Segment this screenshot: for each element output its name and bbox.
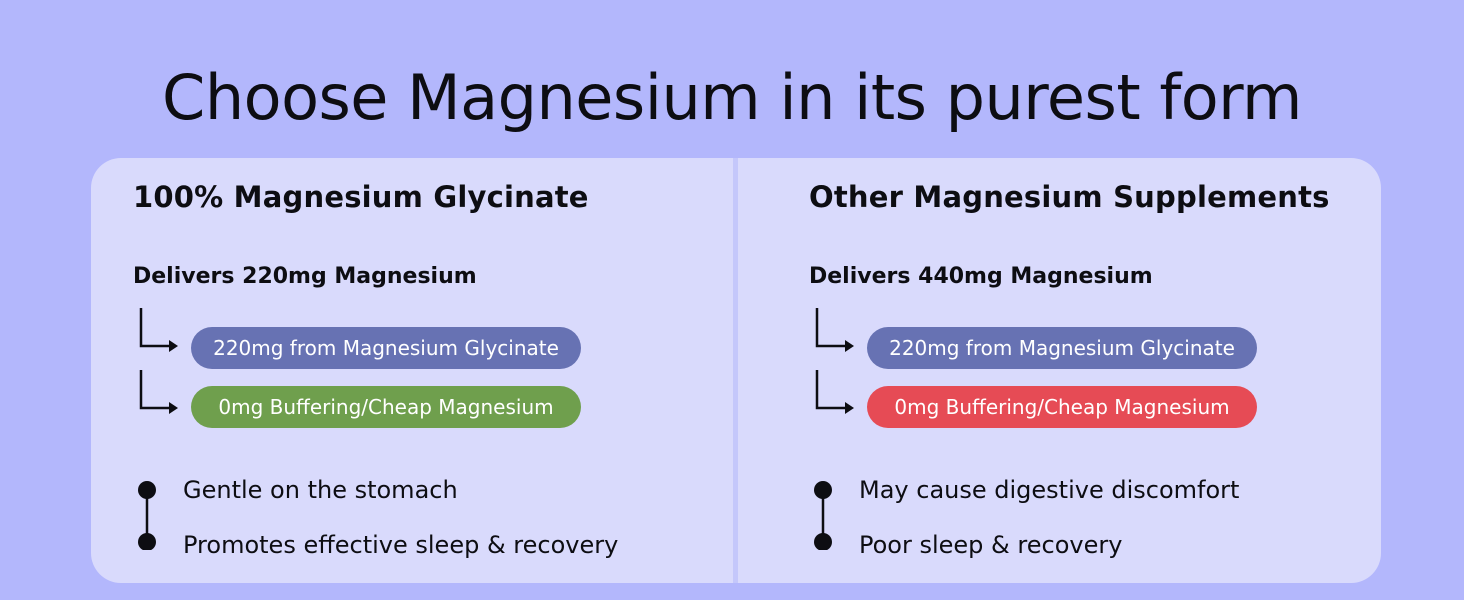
comparison-panel: 100% Magnesium Glycinate Delivers 220mg … [91,158,1381,583]
column-divider [733,158,738,583]
buffering-pill: 0mg Buffering/Cheap Magnesium [191,386,581,428]
column-title: Other Magnesium Supplements [809,180,1330,214]
column-title: 100% Magnesium Glycinate [133,180,589,214]
page-headline: Choose Magnesium in its purest form [162,61,1302,134]
other-supplements-column: Other Magnesium Supplements Delivers 440… [767,158,1381,583]
arrow-elbow-right-icon [139,370,178,414]
buffering-pill: 0mg Buffering/Cheap Magnesium [867,386,1257,428]
arrow-elbow-right-icon [139,308,178,352]
arrow-elbow-right-icon [815,308,854,352]
benefit-item: Gentle on the stomach [183,476,458,504]
arrow-elbow-right-icon [815,370,854,414]
delivers-label: Delivers 220mg Magnesium [133,264,477,289]
drawback-item: May cause digestive discomfort [859,476,1240,504]
delivers-label: Delivers 440mg Magnesium [809,264,1153,289]
timeline-dots-icon [138,481,156,550]
glycinate-pill: 220mg from Magnesium Glycinate [867,327,1257,369]
timeline-dots-icon [814,481,832,550]
drawback-item: Poor sleep & recovery [859,531,1123,559]
glycinate-column: 100% Magnesium Glycinate Delivers 220mg … [91,158,731,583]
glycinate-pill: 220mg from Magnesium Glycinate [191,327,581,369]
benefit-item: Promotes effective sleep & recovery [183,531,619,559]
